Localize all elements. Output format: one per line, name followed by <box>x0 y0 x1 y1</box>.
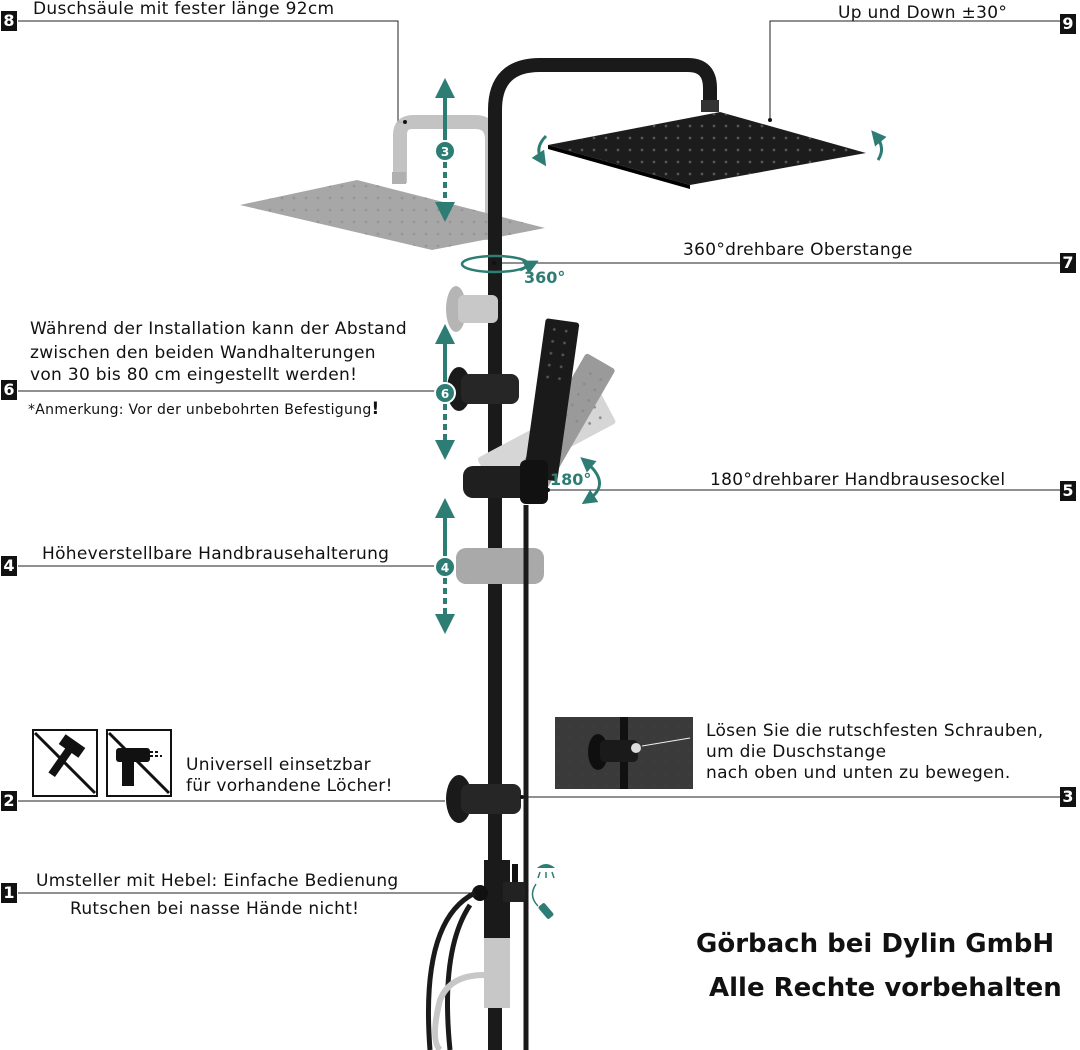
leader-8 <box>18 20 405 123</box>
callout-3-line-1: Lösen Sie die rutschfesten Schrauben, <box>706 721 1044 741</box>
hand-shower-icon <box>538 903 554 919</box>
callout-6-note: *Anmerkung: Vor der unbebohrten Befestig… <box>28 398 380 421</box>
no-drill-icon <box>106 729 172 797</box>
leader-lines <box>18 20 1062 894</box>
ghost-wall-bracket <box>446 286 498 332</box>
callout-number-9: 9 <box>1060 14 1076 34</box>
callout-number-5: 5 <box>1060 481 1076 501</box>
wall-bracket-lower <box>446 775 521 823</box>
callout-2-line-1: Universell einsetzbar <box>186 755 371 775</box>
rotation-label-180: 180° <box>550 470 592 489</box>
callout-number-6: 6 <box>1 380 17 400</box>
no-hammer-icon <box>32 729 98 797</box>
callout-3-line-3: nach oben und unten zu bewegen. <box>706 763 1011 783</box>
leader-dots <box>403 118 772 895</box>
hand-shower-ghosts <box>477 318 616 490</box>
callout-6-line-1: Während der Installation kann der Abstan… <box>30 319 407 339</box>
brand-line-1: Görbach bei Dylin GmbH <box>696 929 1055 959</box>
callout-number-2: 2 <box>1 791 17 811</box>
diverter-arrow <box>531 883 539 907</box>
callout-9-text: Up und Down ±30° <box>838 3 1008 23</box>
shower-head-icon <box>537 864 555 879</box>
ghost-slider <box>456 548 544 584</box>
callout-number-1: 1 <box>1 883 17 903</box>
badge-6: 6 <box>441 387 449 401</box>
step-badges <box>434 140 456 578</box>
inset-photo <box>555 717 693 789</box>
brand-line-2: Alle Rechte vorbehalten <box>709 973 1062 1003</box>
callout-number-3: 3 <box>1060 787 1076 807</box>
callout-1-line-2: Rutschen bei nasse Hände nicht! <box>70 899 360 919</box>
callout-2-line-2: für vorhandene Löcher! <box>186 776 393 796</box>
callout-6-note-mark: ! <box>371 399 380 419</box>
rain-shower-head <box>548 112 866 189</box>
callout-4-text: Höheverstellbare Handbrausehalterung <box>42 544 390 564</box>
badge-4: 4 <box>441 561 449 575</box>
callout-6-line-3: von 30 bis 80 cm eingestellt werden! <box>30 365 358 385</box>
rotation-arrow-180 <box>580 457 601 505</box>
callout-number-4: 4 <box>1 556 17 576</box>
callout-5-text: 180°drehbarer Handbrausesockel <box>710 470 1006 490</box>
callout-6-note-text: *Anmerkung: Vor der unbebohrten Befestig… <box>28 402 372 418</box>
rotation-label-360: 360° <box>524 268 566 287</box>
callout-7-text: 360°drehbare Oberstange <box>683 240 913 260</box>
tilt-arrow-right <box>871 130 887 161</box>
hand-shower-holder <box>463 460 548 504</box>
shower-column <box>488 58 719 1050</box>
tilt-arrow-left <box>531 134 548 167</box>
callout-number-8: 8 <box>1 11 17 31</box>
callout-8-text: Duschsäule mit fester länge 92cm <box>33 0 335 19</box>
wall-bracket-6 <box>447 367 519 411</box>
callout-6-line-2: zwischen den beiden Wandhalterungen <box>30 343 376 363</box>
leader-9 <box>769 20 1062 120</box>
callout-1-line-1: Umsteller mit Hebel: Einfache Bedienung <box>36 871 399 891</box>
callout-number-7: 7 <box>1060 253 1076 273</box>
badge-3: 3 <box>441 145 449 159</box>
callout-3-line-2: um die Duschstange <box>706 742 887 762</box>
diverter-mixer <box>425 860 525 1050</box>
